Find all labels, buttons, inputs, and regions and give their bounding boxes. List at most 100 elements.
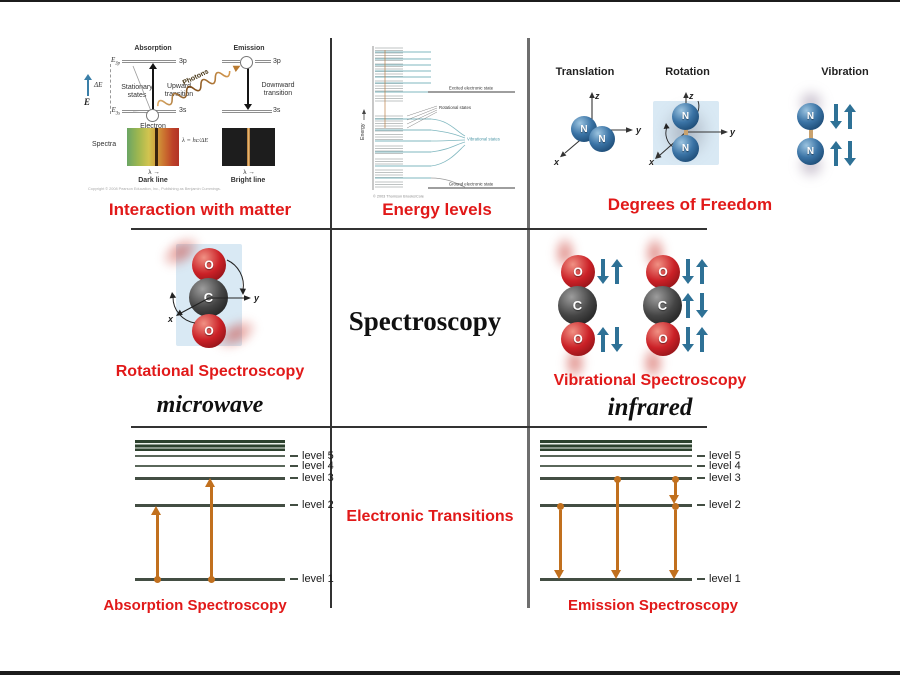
spectroscopy-title: Spectroscopy [348,306,502,336]
translation-n-atom-2: N [589,126,615,152]
molB-arrow-bottom-up [695,327,708,352]
lambda-axis-bright: λ → [243,169,255,176]
abs-arrow1-dot [154,576,161,583]
upward-transition-arrow [149,63,156,110]
energy-axis-label: E [84,97,91,107]
top-edge-line [0,0,900,2]
molA-arrow-bottom-down [610,327,623,352]
abs-level5-label: level 5 [302,450,334,462]
emi-level1-tick [697,578,705,580]
emi-arrow3-dot-b [671,502,679,510]
emi-level3-tick [697,477,705,479]
translation-axis-y: y [635,125,642,135]
grid-vertical-line-2 [527,38,530,608]
molA-c: C [558,286,597,325]
vibration-label: Vibration [821,66,869,78]
state-3p-label-left: 3p [179,58,187,65]
co2-rotation-axes: y x [167,259,260,324]
dark-absorption-line [155,128,158,166]
ground-state-label: Ground electronic state [449,182,494,187]
abs-converged-levels-band [135,440,285,451]
spectra-label: Spectra [92,141,117,148]
vibration-arrow-top-down [829,104,842,129]
energy-axis-arrow-icon [84,74,92,96]
co2-axis-x: x [167,314,174,324]
molB-o-bottom: O [646,322,680,356]
abs-level4-label: level 4 [302,460,334,472]
delta-e-label: ΔE [94,81,103,89]
downward-transition-label: Downward transition [261,82,295,97]
absorption-spectrum-strip [127,128,179,166]
e3p-label: E3p [110,56,120,67]
molA-o-bottom: O [561,322,595,356]
infrared-label: infrared [607,394,693,421]
vibrational-spectroscopy-caption: Vibrational Spectroscopy [553,372,747,389]
interaction-caption: Interaction with matter [108,200,292,219]
vibration-bond [809,129,813,139]
stationary-states-label: Stationary states [121,84,153,99]
molB-arrow-top-up [695,259,708,284]
lambda-axis-dark: λ → [148,169,160,176]
vibration-n-atom-1: N [797,103,824,130]
vibration-arrow-top-up [843,104,856,129]
emi-level5-tick [697,455,705,457]
emi-level4-tick [697,465,705,467]
vibration-arrow-bottom-down [843,141,856,166]
electron-circle-icon [146,109,159,122]
wavelength-formula: λ = hc/ΔE [182,137,209,144]
grid-horizontal-line-1 [131,228,707,230]
molA-arrow-top-down [596,259,609,284]
molB-c: C [643,286,682,325]
molA-arrow-top-up [610,259,623,284]
rotational-states-label: Rotational states [439,105,471,110]
rotation-axis-y: y [729,127,736,137]
abs-arrow-1to3 [205,478,216,579]
bright-line-label: Bright line [230,177,266,184]
emi-arrow1-dot [556,502,564,510]
grid-vertical-line-1 [330,38,332,608]
molB-o-top: O [646,255,680,289]
bright-emission-line [247,128,250,166]
emi-arrow-2to1 [554,510,565,579]
emission-lower-line [222,110,272,113]
dark-line-label: Dark line [138,177,168,184]
emi-arrow-3to2 [669,482,680,504]
abs-level5-tick [290,455,298,457]
emi-level5-label: level 5 [709,450,741,462]
vibration-arrow-bottom-up [829,141,842,166]
absorption-spectroscopy-caption: Absorption Spectroscopy [103,597,287,614]
electron-label: Electron [140,123,166,130]
emi-arrow3-dot-a [671,475,679,483]
translation-axis-z: z [594,91,600,101]
translation-axes: z y x [553,91,642,167]
abs-level4-tick [290,465,298,467]
vibrational-states-label: Vibrational states [467,137,500,142]
rotation-n-atom-2: N [672,135,699,162]
state-3s-label-right: 3s [273,107,281,114]
molB-arrow-bottom-down [681,327,694,352]
emi-level5-line [540,455,692,457]
emission-electron-circle-icon [240,56,253,69]
electronic-transitions-caption: Electronic Transitions [346,508,514,525]
abs-level5-line [135,455,285,457]
translation-axis-x: x [553,157,560,167]
grid-horizontal-line-2 [131,426,707,428]
abs-level1-label: level 1 [302,573,334,585]
emi-arrow-2to1-cascade [669,510,680,579]
emission-title: Emission [233,45,265,52]
abs-level1-tick [290,578,298,580]
co2-axis-y: y [253,293,260,303]
emi-arrow-3to1 [611,482,622,579]
e3s-label: E3s [111,106,120,117]
co2-c-atom: C [189,278,228,317]
microwave-label: microwave [156,392,264,418]
absorption-title: Absorption [134,45,172,52]
molB-arrow-mid-up [681,293,694,318]
abs-level2-tick [290,504,298,506]
vibration-n-atom-2: N [797,138,824,165]
excited-state-label: Excited electronic state [449,86,494,91]
rotation-label: Rotation [665,66,710,78]
degrees-of-freedom-caption: Degrees of Freedom [607,195,773,214]
molA-arrow-bottom-up [596,327,609,352]
thomson-copyright: © 2003 Thomson Brooks/Cole [373,195,424,199]
